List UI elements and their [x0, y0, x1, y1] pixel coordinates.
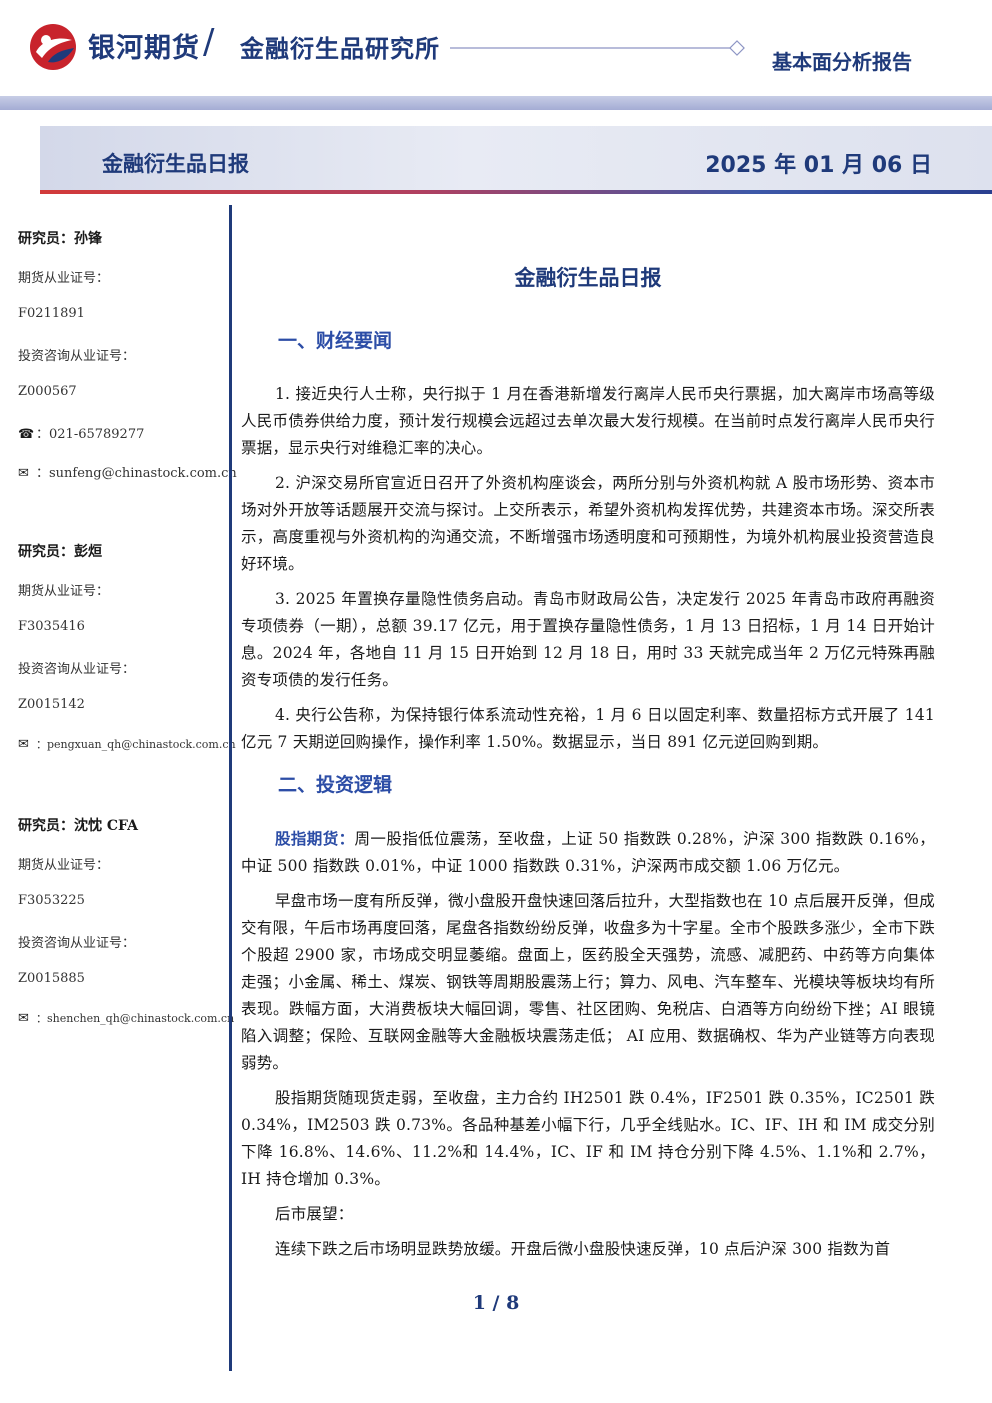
banner-title: 金融衍生品日报 — [102, 152, 249, 176]
logic-paragraph: 股指期货：周一股指低位震荡，至收盘，上证 50 指数跌 0.28%，沪深 300… — [241, 825, 935, 880]
email-icon: ✉ — [18, 737, 29, 752]
logic-lead-text: 周一股指低位震荡，至收盘，上证 50 指数跌 0.28%，沪深 300 指数跌 … — [241, 830, 935, 875]
analyst-name: 研究员：沈忱 CFA — [18, 818, 138, 834]
banner-accent-line — [40, 190, 992, 194]
phone-number: ：021-65789277 — [36, 427, 145, 442]
analyst-card: 研究员：彭烜 期货从业证号： F3035416 投资咨询从业证号： Z00151… — [18, 541, 236, 775]
consult-cert-label: 投资咨询从业证号： — [18, 662, 136, 677]
email-link[interactable]: ：shenchen_qh@chinastock.com.cn — [36, 1012, 235, 1025]
futures-cert-label: 期货从业证号： — [18, 858, 110, 873]
email-row: ✉ ：sunfeng@chinastock.com.cn — [18, 462, 237, 501]
consult-cert-number: Z000567 — [18, 384, 77, 399]
consult-cert-label: 投资咨询从业证号： — [18, 936, 136, 951]
email-row: ✉ ：shenchen_qh@chinastock.com.cn — [18, 1010, 234, 1049]
banner-date: 2025 年 01 月 06 日 — [705, 153, 932, 178]
analyst-name: 研究员：彭烜 — [18, 544, 102, 560]
futures-cert-label: 期货从业证号： — [18, 271, 110, 286]
sidebar-divider — [229, 205, 232, 1371]
email-icon: ✉ — [18, 466, 29, 481]
outlook-label: 后市展望： — [275, 1205, 354, 1223]
logic-paragraph: 连续下跌之后市场明显跌势放缓。开盘后微小盘股快速反弹，10 点后沪深 300 指… — [275, 1240, 891, 1258]
phone-icon: ☎ — [18, 427, 35, 442]
report-body: 金融衍生品日报 一、财经要闻 1. 接近央行人士称，央行拟于 1 月在香港新增发… — [241, 262, 935, 1271]
document-title: 金融衍生品日报 — [514, 266, 662, 290]
section-heading-news: 一、财经要闻 — [278, 330, 393, 352]
consult-cert-label: 投资咨询从业证号： — [18, 349, 136, 364]
header-band — [0, 96, 992, 110]
report-type-label: 基本面分析报告 — [772, 50, 912, 74]
email-link[interactable]: ：sunfeng@chinastock.com.cn — [36, 466, 237, 481]
institute-name: 金融衍生品研究所 — [240, 35, 440, 63]
futures-cert-number: F0211891 — [18, 306, 85, 321]
consult-cert-number: Z0015142 — [18, 697, 85, 712]
analyst-card: 研究员：沈忱 CFA 期货从业证号： F3053225 投资咨询从业证号： Z0… — [18, 815, 234, 1049]
news-item: 1. 接近央行人士称，央行拟于 1 月在香港新增发行离岸人民币央行票据，加大离岸… — [241, 385, 935, 457]
page-number: 1 / 8 — [472, 1292, 520, 1314]
futures-cert-number: F3035416 — [18, 619, 85, 634]
section-heading-logic: 二、投资逻辑 — [278, 774, 393, 796]
stock-index-futures-label: 股指期货： — [275, 829, 355, 848]
consult-cert-number: Z0015885 — [18, 971, 85, 986]
futures-cert-label: 期货从业证号： — [18, 584, 110, 599]
analyst-name: 研究员：孙锋 — [18, 231, 102, 247]
galaxy-logo-icon — [30, 24, 76, 70]
news-item: 3. 2025 年置换存量隐性债务启动。青岛市财政局公告，决定发行 2025 年… — [241, 590, 935, 689]
news-item: 4. 央行公告称，为保持银行体系流动性充裕，1 月 6 日以固定利率、数量招标方… — [241, 706, 935, 751]
brand-name: 银河期货 — [88, 33, 200, 64]
header-decor-line — [450, 40, 745, 56]
analyst-sidebar: 研究员：孙锋 期货从业证号： F0211891 投资咨询从业证号： Z00056… — [18, 228, 237, 1089]
phone-row: ☎：021-65789277 — [18, 423, 228, 462]
report-header: 银河期货 / 金融衍生品研究所 基本面分析报告 — [0, 0, 992, 112]
email-link[interactable]: ：pengxuan_qh@chinastock.com.cn — [36, 738, 236, 751]
email-icon: ✉ — [18, 1011, 29, 1026]
logic-paragraph: 早盘市场一度有所反弹，微小盘股开盘快速回落后拉升，大型指数也在 10 点后展开反… — [241, 892, 935, 1072]
email-row: ✉ ：pengxuan_qh@chinastock.com.cn — [18, 736, 236, 775]
news-item: 2. 沪深交易所官宣近日召开了外资机构座谈会，两所分别与外资机构就 A 股市场形… — [241, 474, 935, 573]
title-banner: 金融衍生品日报 2025 年 01 月 06 日 — [40, 126, 992, 190]
logic-paragraph: 股指期货随现货走弱，至收盘，主力合约 IH2501 跌 0.4%，IF2501 … — [241, 1089, 935, 1188]
analyst-card: 研究员：孙锋 期货从业证号： F0211891 投资咨询从业证号： Z00056… — [18, 228, 237, 501]
futures-cert-number: F3053225 — [18, 893, 85, 908]
brand-separator: / — [203, 22, 215, 62]
